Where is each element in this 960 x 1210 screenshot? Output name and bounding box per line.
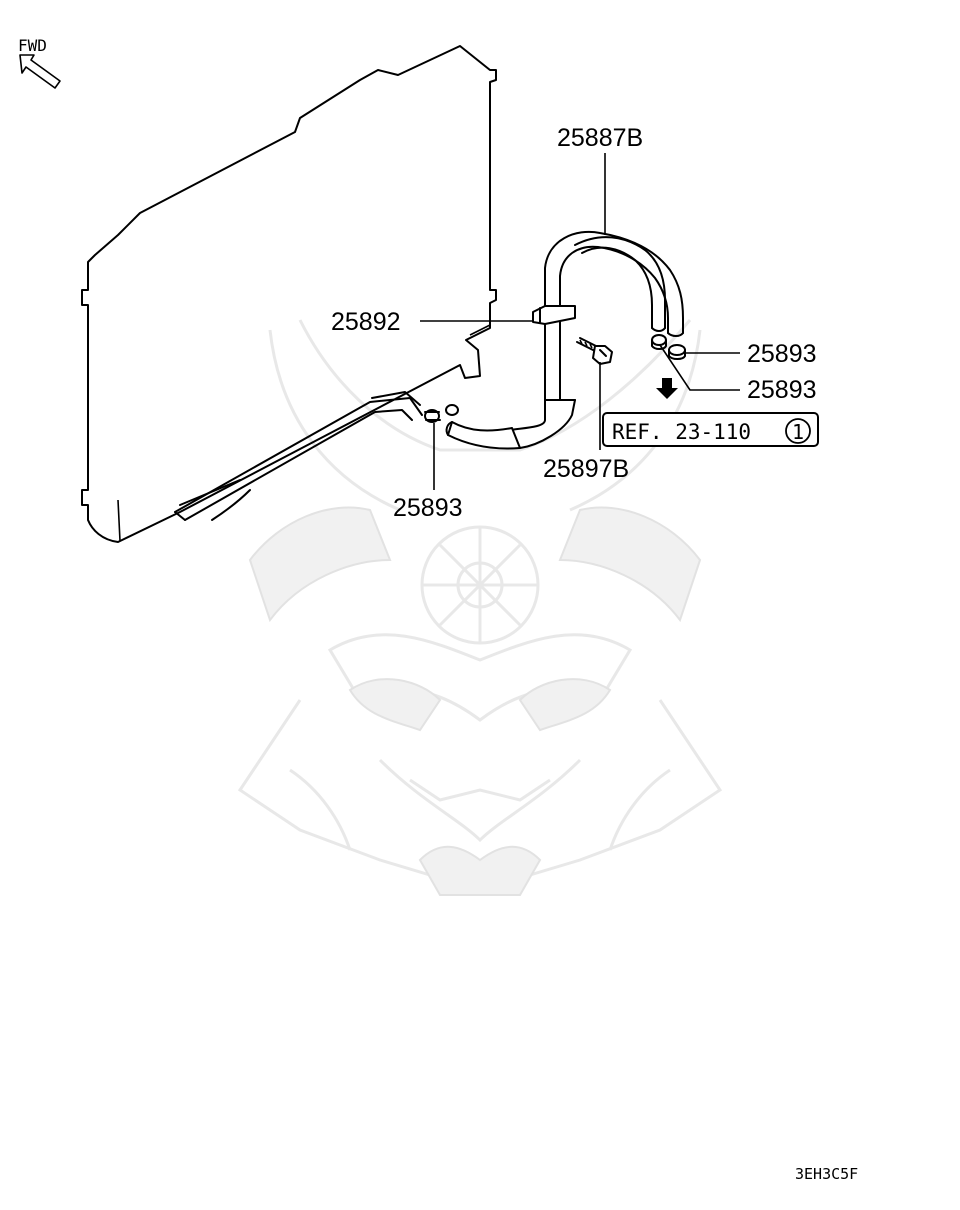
lower-cooler-line: [174, 391, 423, 521]
clamp-25892: [532, 305, 576, 325]
rubber-hose: [445, 421, 521, 450]
reference-text: REF. 23-110: [612, 420, 751, 444]
fwd-indicator: FWD: [18, 36, 61, 89]
part-label-clip-right-2: 25893: [747, 376, 817, 404]
reference-box[interactable]: REF. 23-110 1: [602, 412, 819, 447]
part-label-clip-right-1: 25893: [747, 340, 817, 368]
watermark-logo: [237, 319, 723, 896]
circled-number-icon: [785, 418, 811, 444]
fwd-label: FWD: [18, 36, 47, 55]
diagram-code: 3EH3C5F: [795, 1165, 858, 1183]
hose-clip-right-1: [668, 344, 686, 360]
part-label-bolt: 25897B: [543, 455, 629, 483]
hose-clip-lower: [424, 404, 459, 423]
hose-clip-right-2: [651, 334, 667, 350]
reference-circled-number: 1: [792, 420, 804, 444]
down-arrow-icon: [656, 378, 678, 399]
fwd-arrow-icon: [19, 54, 61, 89]
leader-lines: [420, 153, 740, 490]
radiator: [81, 45, 497, 543]
part-label-pipe-upper: 25887B: [557, 124, 643, 152]
bolt-25897b: [576, 337, 613, 365]
part-label-clamp: 25892: [331, 308, 401, 336]
part-label-clip-lower: 25893: [393, 494, 463, 522]
